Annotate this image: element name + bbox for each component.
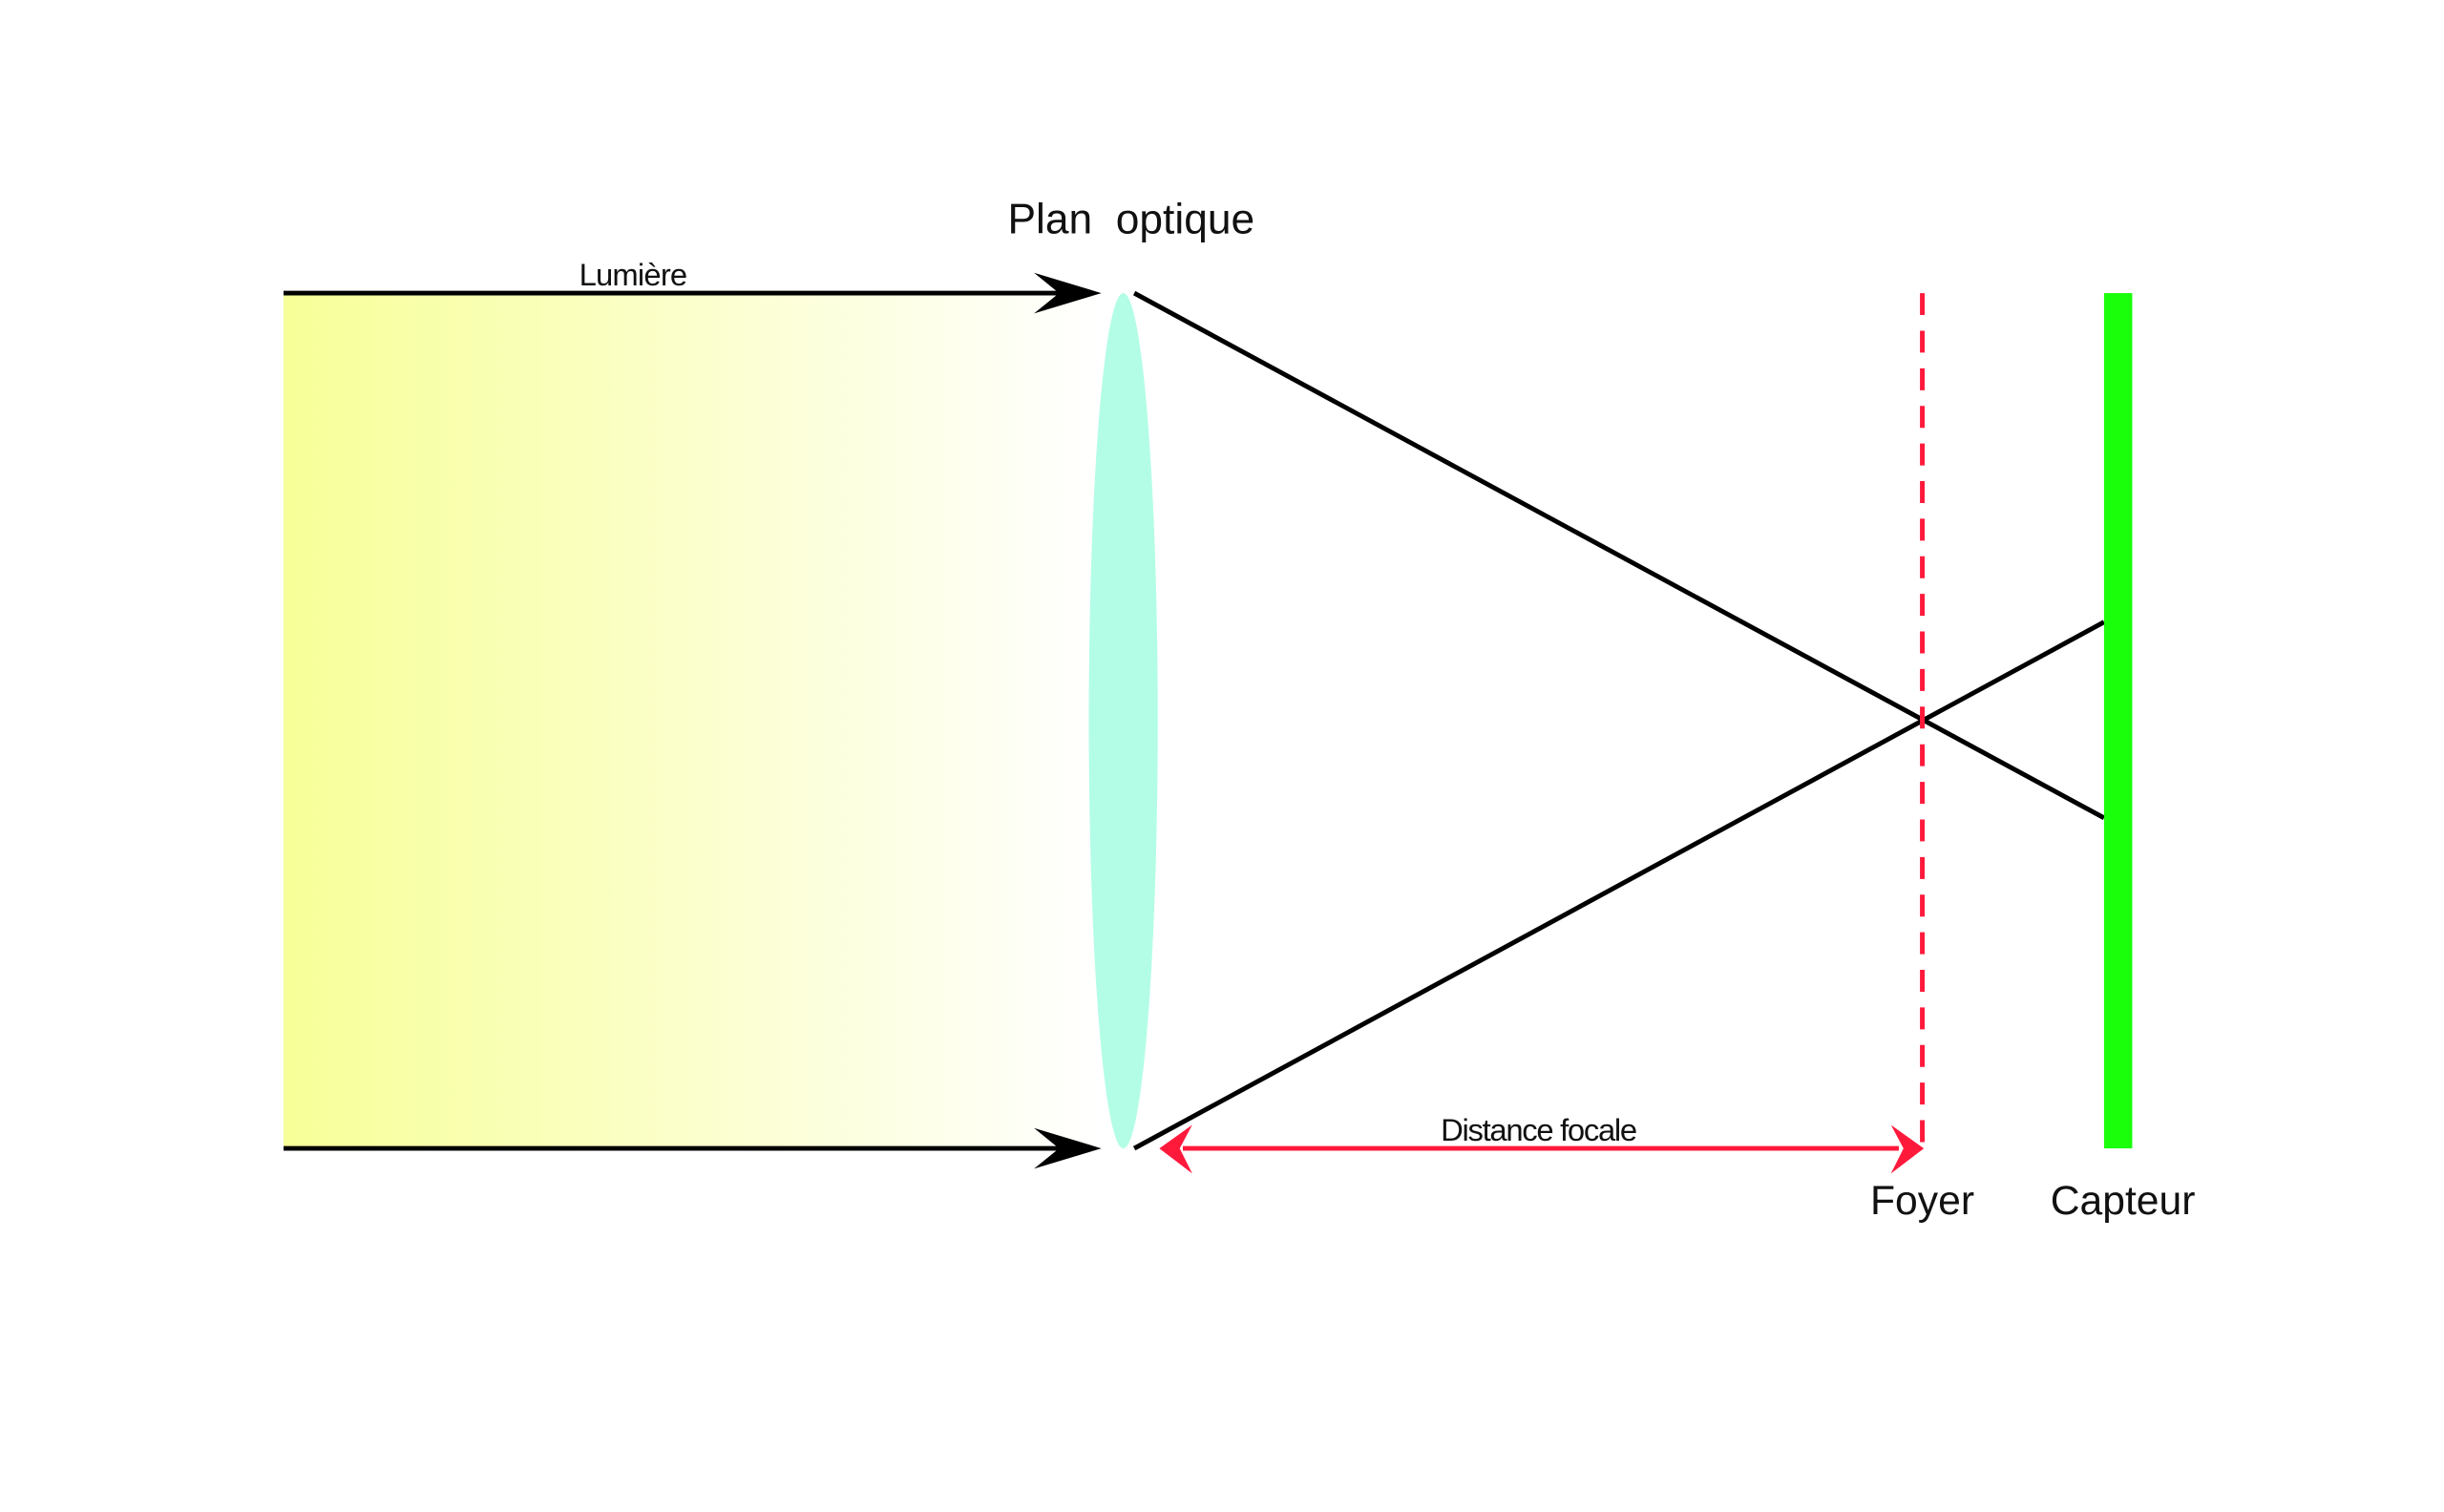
- incoming-ray-top: [284, 272, 1102, 314]
- label-lumiere: Lumière: [579, 257, 687, 292]
- label-plan-optique: Plan optique: [1008, 197, 1255, 243]
- label-capteur: Capteur: [2051, 1178, 2196, 1224]
- lens: [1088, 293, 1158, 1149]
- incoming-ray-bottom: [284, 1127, 1102, 1169]
- refracted-ray-bottom: [1132, 620, 2106, 1151]
- refracted-ray-top: [1132, 290, 2106, 820]
- sensor: [2103, 293, 2133, 1149]
- label-foyer: Foyer: [1870, 1178, 1974, 1224]
- light-beam: [284, 293, 1099, 1149]
- arrowhead-icon: [1034, 272, 1102, 314]
- arrowhead-left-icon: [1159, 1124, 1192, 1174]
- focal-distance-arrow: [1159, 1124, 1925, 1174]
- arrowhead-right-icon: [1890, 1124, 1925, 1174]
- arrowhead-icon: [1034, 1127, 1102, 1169]
- label-distance-focale: Distance focale: [1441, 1112, 1636, 1147]
